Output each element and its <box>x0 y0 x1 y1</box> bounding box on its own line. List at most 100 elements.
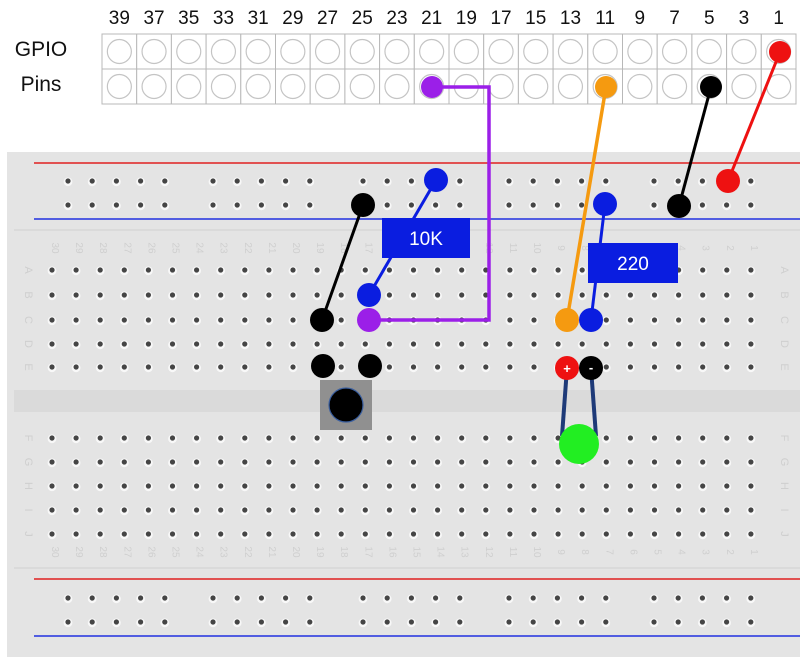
breadboard-hole <box>748 531 754 537</box>
rail-hole <box>603 619 609 625</box>
breadboard-hole <box>386 459 392 465</box>
gpio-pin-hole <box>141 73 167 100</box>
rail-hole <box>457 178 463 184</box>
breadboard-hole <box>386 364 392 370</box>
breadboard-hole <box>676 483 682 489</box>
breadboard-hole <box>338 341 344 347</box>
resistor-220-box <box>588 243 678 283</box>
breadboard-hole <box>483 507 489 513</box>
breadboard-row-letter-left: F <box>22 435 34 442</box>
rail-hole <box>210 595 216 601</box>
breadboard-hole <box>49 483 55 489</box>
breadboard-hole <box>651 292 658 298</box>
breadboard-hole <box>459 531 465 537</box>
gpio-pin-hole <box>731 73 757 100</box>
rail-hole <box>307 619 313 625</box>
breadboard-hole <box>435 459 441 465</box>
breadboard-hole <box>145 531 151 537</box>
breadboard-hole <box>410 507 417 513</box>
breadboard-hole <box>338 435 344 441</box>
rail-hole <box>258 619 264 625</box>
gpio-pin-hole <box>523 73 549 100</box>
breadboard-hole <box>73 317 79 323</box>
gpio-pin-hole <box>557 73 584 100</box>
breadboard-hole <box>435 483 441 489</box>
breadboard-hole <box>555 459 561 465</box>
breadboard-column-number-bottom: 22 <box>242 546 253 558</box>
breadboard-hole <box>194 341 200 347</box>
breadboard-hole <box>242 507 248 513</box>
breadboard-hole <box>724 364 730 370</box>
breadboard-column-number-bottom: 16 <box>386 546 397 558</box>
breadboard-row-letter-right: G <box>778 458 790 467</box>
breadboard-hole <box>410 341 417 347</box>
breadboard-hole <box>314 531 320 537</box>
breadboard-hole <box>676 435 682 441</box>
breadboard-hole <box>651 341 658 347</box>
rail-hole <box>699 178 706 184</box>
breadboard-hole <box>169 507 176 513</box>
breadboard-hole <box>483 435 489 441</box>
breadboard-row-letter-left: E <box>22 363 34 370</box>
breadboard-hole <box>651 435 658 441</box>
gpio-pin-hole <box>661 38 688 65</box>
led-minus-sign: - <box>589 360 593 375</box>
breadboard-column-number-top: 19 <box>314 242 325 254</box>
breadboard-column-number-bottom: 11 <box>507 547 518 558</box>
breadboard-column-number-bottom: 3 <box>700 549 711 555</box>
breadboard-column-number-top: 8 <box>579 245 590 251</box>
breadboard-hole <box>194 292 200 298</box>
rail-hole <box>138 202 144 208</box>
breadboard-hole <box>435 507 441 513</box>
gpio-pin-hole <box>314 73 341 100</box>
wire-black-button-end-board <box>310 308 334 332</box>
breadboard-hole <box>97 531 103 537</box>
breadboard-hole <box>242 267 248 273</box>
breadboard-hole <box>555 507 561 513</box>
gpio-pin-hole <box>557 38 584 65</box>
gpio-pin-hole <box>141 38 167 65</box>
breadboard-hole <box>435 341 441 347</box>
breadboard-column-number-bottom: 7 <box>603 549 614 555</box>
breadboard-hole <box>362 483 368 489</box>
breadboard-hole <box>748 459 754 465</box>
rail-hole <box>724 619 730 625</box>
rail-hole <box>457 595 463 601</box>
breadboard-column-number-bottom: 8 <box>579 549 590 555</box>
breadboard-hole <box>724 317 730 323</box>
gpio-pin-number: 13 <box>560 8 581 29</box>
resistor-220-label: 220 <box>617 254 649 275</box>
breadboard-hole <box>386 267 392 273</box>
breadboard-hole <box>435 435 441 441</box>
breadboard-hole <box>266 531 272 537</box>
breadboard-hole <box>97 317 103 323</box>
breadboard-hole <box>627 531 634 537</box>
breadboard-hole <box>748 483 754 489</box>
breadboard-hole <box>555 292 561 298</box>
breadboard-column-number-top: 21 <box>266 242 277 254</box>
breadboard-hole <box>145 459 151 465</box>
gpio-pin-hole <box>314 38 341 65</box>
gpio-pin-hole <box>210 73 237 100</box>
breadboard-column-number-top: 3 <box>700 245 711 251</box>
breadboard-hole <box>362 459 368 465</box>
breadboard-hole <box>700 435 706 441</box>
breadboard-hole <box>435 267 441 273</box>
breadboard-row-letter-left: G <box>22 458 34 467</box>
gpio-pin-number: 7 <box>669 8 680 29</box>
breadboard-hole <box>169 435 176 441</box>
center-channel <box>14 390 800 412</box>
rail-hole <box>408 595 414 601</box>
gpio-pin-hole <box>384 73 410 100</box>
breadboard-hole <box>218 292 224 298</box>
breadboard-hole <box>121 435 127 441</box>
gpio-pin-hole <box>627 73 653 100</box>
breadboard-hole <box>266 483 272 489</box>
gpio-pin-number: 5 <box>704 8 715 29</box>
breadboard-hole <box>651 317 658 323</box>
breadboard-column-number-top: 24 <box>194 242 205 254</box>
gpio-pin-hole <box>106 73 132 100</box>
breadboard-hole <box>555 267 561 273</box>
rail-hole <box>360 619 366 625</box>
breadboard-column-number-top: 4 <box>676 245 687 251</box>
